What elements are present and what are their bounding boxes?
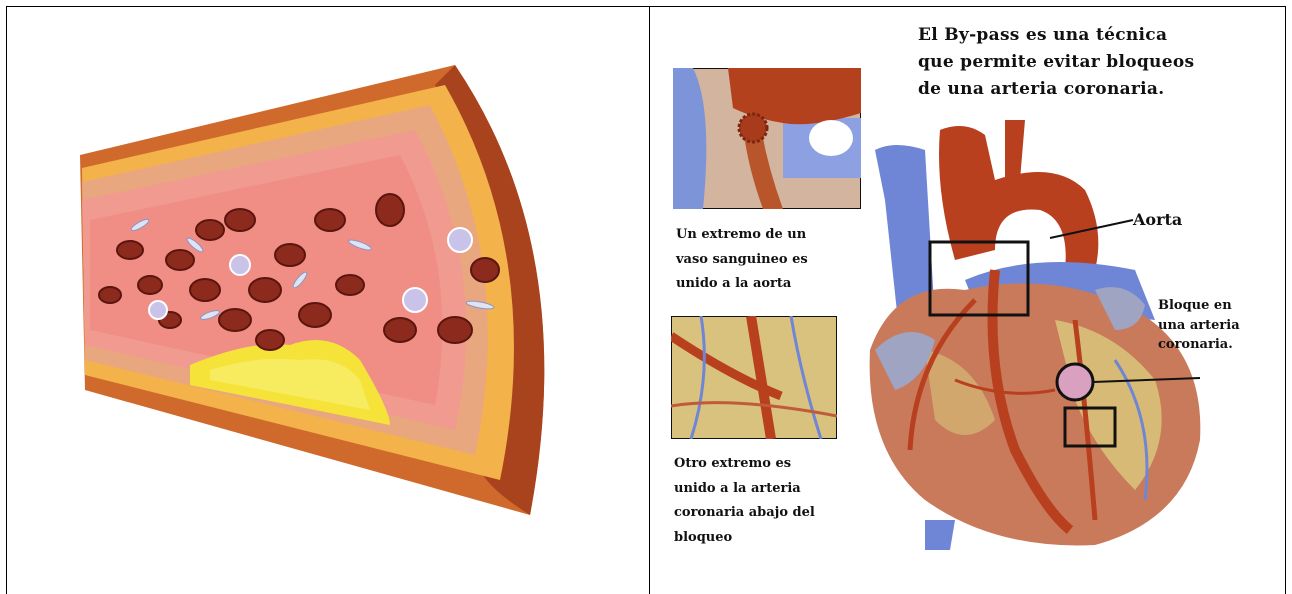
caption-line: Otro extremo es (674, 452, 884, 477)
lower-inset-caption: Otro extremo es unido a la arteria coron… (674, 452, 884, 551)
upper-inset-image (673, 68, 861, 209)
upper-inset-caption: Un extremo de un vaso sanguineo es unido… (676, 223, 886, 297)
caption-line: unido a la aorta (676, 272, 886, 297)
bypass-description-title: El By-pass es una técnica que permite ev… (918, 22, 1288, 104)
title-line: El By-pass es una técnica (918, 22, 1288, 49)
blockage-label-line: Bloque en (1158, 296, 1240, 316)
title-line: que permite evitar bloqueos (918, 49, 1288, 76)
caption-line: Un extremo de un (676, 223, 886, 248)
title-line: de una arteria coronaria. (918, 76, 1288, 103)
caption-line: unido a la arteria (674, 477, 884, 502)
blockage-label-line: una arteria (1158, 316, 1240, 336)
aorta-label: Aorta (1133, 208, 1182, 233)
table-divider (649, 6, 650, 594)
lower-inset-image (671, 316, 837, 439)
blockage-label: Bloque en una arteria coronaria. (1158, 296, 1240, 355)
caption-line: coronaria abajo del (674, 501, 884, 526)
caption-line: vaso sanguineo es (676, 248, 886, 273)
blockage-label-line: coronaria. (1158, 335, 1240, 355)
artery-cross-section-illustration (60, 60, 590, 530)
caption-line: bloqueo (674, 526, 884, 551)
